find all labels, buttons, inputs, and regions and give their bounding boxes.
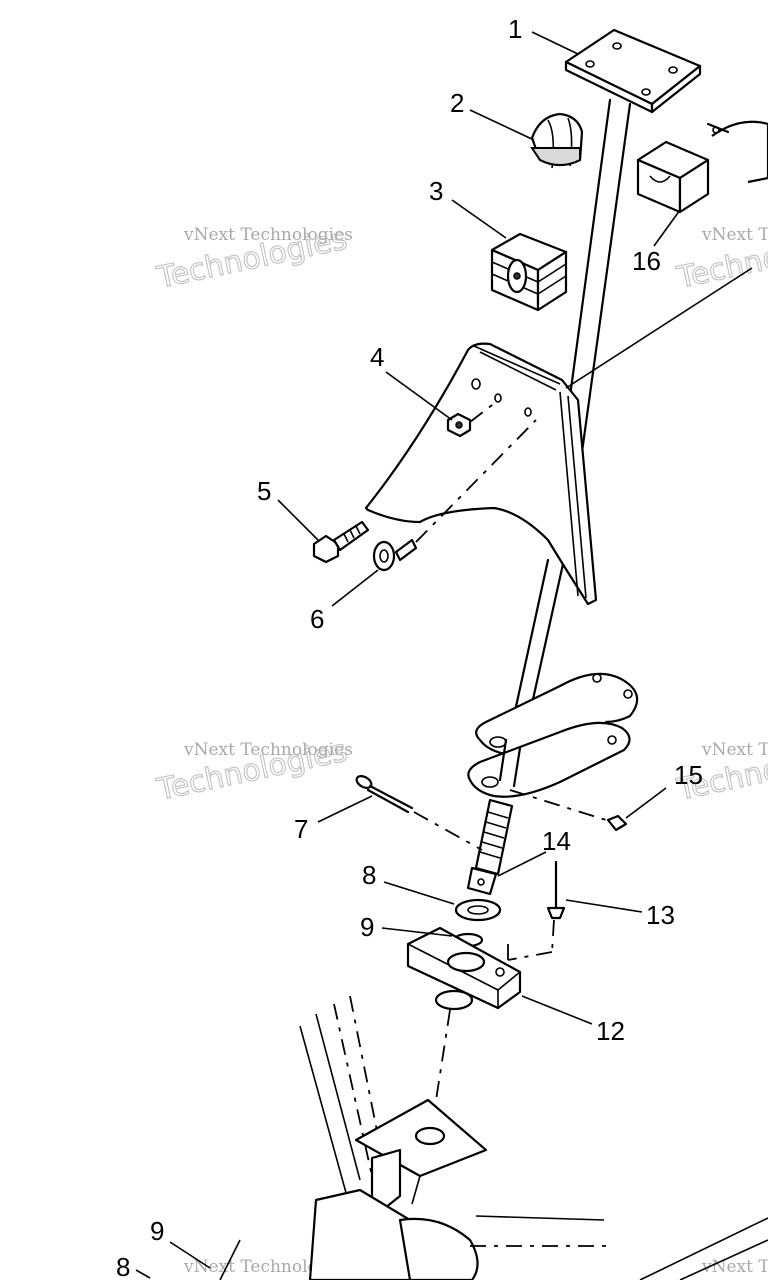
callout-8-lower: 8: [116, 1252, 130, 1280]
leader-lines: [135, 31, 681, 1279]
part-3-bushing: [490, 232, 568, 312]
callout-2: 2: [450, 88, 464, 118]
callout-14: 14: [542, 826, 571, 856]
part-16-bushing-clamp: [636, 120, 768, 214]
svg-text:vNext Technologies: vNext Technologies: [701, 740, 768, 760]
watermark-mid-right: vNext Technologies Technologies: [673, 733, 768, 809]
part-8-washer: [454, 898, 502, 922]
part-6-washer: [372, 419, 537, 572]
callout-12: 12: [596, 1016, 625, 1046]
gusset-plate: [364, 267, 753, 606]
callout-16: 16: [632, 246, 661, 276]
callout-6: 6: [310, 604, 324, 634]
watermark-top-right: vNext Technologies Technologies: [673, 221, 768, 297]
lower-frame: [219, 995, 768, 1280]
callout-5: 5: [257, 476, 271, 506]
part-1-steering-post: [498, 28, 702, 787]
callout-15: 15: [674, 760, 703, 790]
part-15-screw: [509, 789, 628, 832]
part-5-bolt: [312, 520, 370, 564]
callout-9-lower: 9: [150, 1216, 164, 1246]
part-4-nut: [446, 401, 497, 438]
watermark-top-left: vNext Technologies Technologies: [153, 221, 353, 297]
callout-4: 4: [370, 342, 384, 372]
splined-shaft-end: [466, 798, 514, 896]
part-12-pivot-block: [406, 926, 522, 1127]
watermark-mid-left: vNext Technologies Technologies: [153, 733, 353, 809]
svg-text:vNext Technologies: vNext Technologies: [183, 225, 353, 245]
svg-text:vNext Technologies: vNext Technologies: [183, 740, 353, 760]
callout-8: 8: [362, 860, 376, 890]
part-13-rivet: [507, 860, 566, 961]
svg-text:vNext Technologies: vNext Technologies: [701, 1257, 768, 1277]
callout-labels: 1 2 3 4 5 6 7 8 9 12 13 14 15 16 9 8: [116, 14, 703, 1280]
callout-9: 9: [360, 912, 374, 942]
watermark-bottom-right: vNext Technologies: [701, 1257, 768, 1277]
callout-1: 1: [508, 14, 522, 44]
callout-7: 7: [294, 814, 308, 844]
svg-text:vNext Technologies: vNext Technologies: [701, 225, 768, 245]
steering-arm-bracket: [467, 672, 639, 798]
part-2-clamp: [530, 112, 584, 169]
callout-13: 13: [646, 900, 675, 930]
callout-3: 3: [429, 176, 443, 206]
part-7-cotter-pin: [355, 775, 483, 851]
